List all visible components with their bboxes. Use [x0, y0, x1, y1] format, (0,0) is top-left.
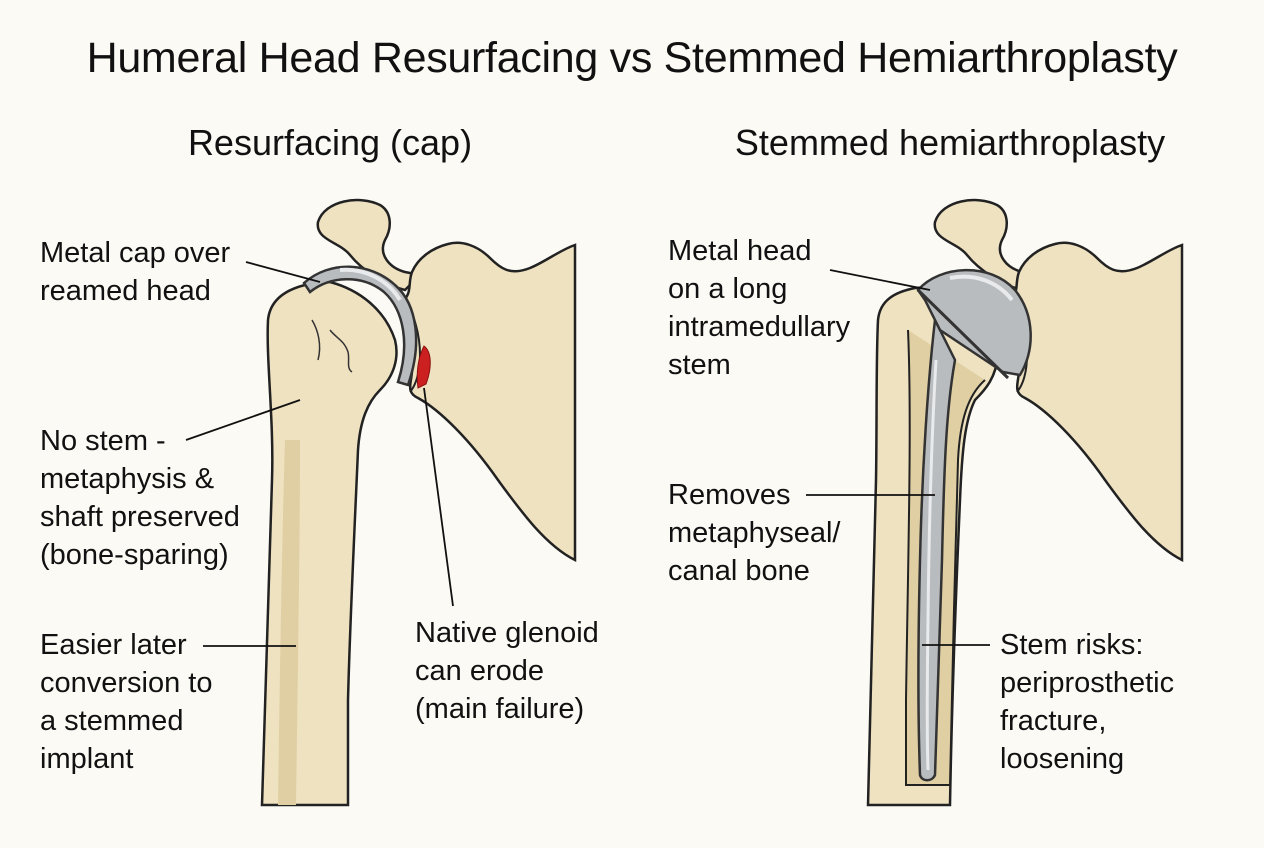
label-line: on a long	[668, 273, 788, 305]
leader-lines-right	[806, 269, 990, 646]
label-line: No stem -	[40, 425, 166, 457]
metal-head	[916, 268, 1032, 377]
leader-no-stem	[185, 399, 301, 441]
label-line: Stem risks:	[1000, 629, 1144, 661]
label-line: implant	[40, 743, 134, 775]
label-line: can erode	[415, 655, 544, 687]
metal-head-collar	[916, 288, 1010, 380]
label-line: (main failure)	[415, 693, 585, 725]
scapula-right	[1006, 241, 1184, 563]
label-line: Removes	[668, 479, 791, 511]
stemmed-illustration	[866, 198, 1184, 807]
label-no-stem: No stem - metaphysis & shaft preserved (…	[40, 422, 240, 574]
label-line: periprosthetic	[1000, 667, 1175, 699]
label-line: intramedullary	[668, 311, 851, 343]
label-line: canal bone	[668, 555, 810, 587]
label-line: Metal cap over	[40, 237, 231, 269]
label-native-glenoid: Native glenoid can erode (main failure)	[415, 614, 599, 728]
label-line: Easier later	[40, 629, 187, 661]
resurfacing-illustration	[260, 198, 577, 807]
label-line: (bone-sparing)	[40, 539, 229, 571]
metal-stem-highlight	[925, 359, 938, 771]
label-line: Native glenoid	[415, 617, 599, 649]
label-stem-risks: Stem risks: periprosthetic fracture, loo…	[1000, 626, 1174, 778]
leader-metal-cap	[245, 261, 321, 283]
label-line: metaphysis &	[40, 463, 215, 495]
leader-lines-left	[185, 261, 454, 647]
label-metal-cap: Metal cap over reamed head	[40, 234, 230, 310]
leader-glenoid	[423, 387, 454, 607]
label-line: conversion to	[40, 667, 213, 699]
label-line: shaft preserved	[40, 501, 240, 533]
label-line: loosening	[1000, 743, 1125, 775]
main-title: Humeral Head Resurfacing vs Stemmed Hemi…	[86, 34, 1178, 82]
label-line: Metal head	[668, 235, 812, 267]
humerus-shade-left	[278, 440, 300, 805]
label-line: a stemmed	[40, 705, 184, 737]
acromion-left	[316, 198, 423, 292]
glenoid-erosion	[416, 345, 431, 389]
metal-cap-rim	[303, 282, 409, 386]
label-line: metaphyseal/	[668, 517, 841, 549]
head-crack-lines	[311, 319, 353, 373]
label-line: reamed head	[40, 275, 211, 307]
label-removes-bone: Removes metaphyseal/ canal bone	[668, 476, 841, 590]
metal-cap-highlight	[339, 267, 402, 302]
acromion-right	[933, 198, 1040, 292]
label-line: stem	[668, 349, 731, 381]
panel-heading-stemmed: Stemmed hemiarthroplasty	[734, 122, 1166, 163]
label-metal-head: Metal head on a long intramedullary stem	[668, 232, 850, 384]
metal-head-highlight	[949, 274, 1014, 302]
panel-heading-resurfacing: Resurfacing (cap)	[187, 122, 473, 163]
scapula-left	[399, 241, 577, 563]
leader-metal-head	[829, 269, 931, 291]
label-line: fracture,	[1000, 705, 1107, 737]
label-easier-conversion: Easier later conversion to a stemmed imp…	[40, 626, 213, 778]
